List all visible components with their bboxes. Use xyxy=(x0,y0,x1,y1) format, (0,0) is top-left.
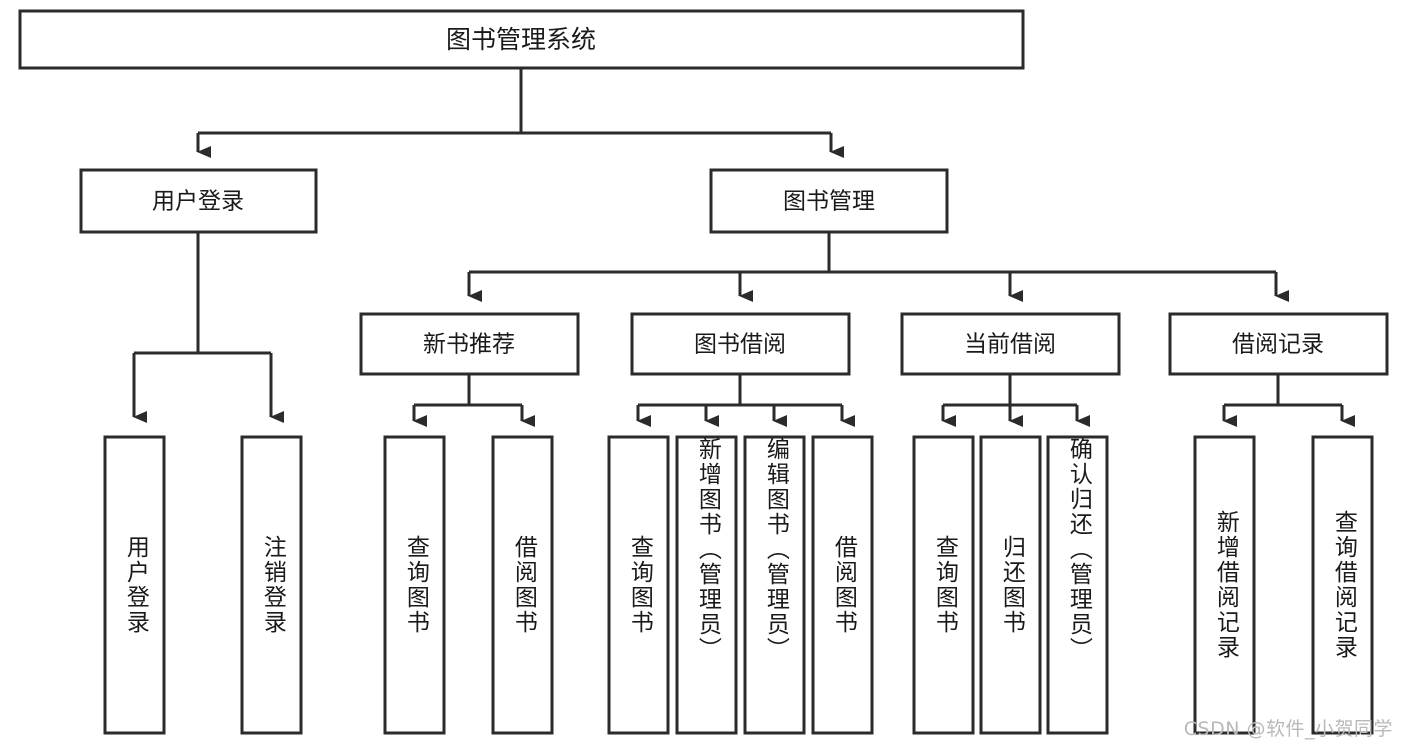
leaf-box-query-book-current[interactable] xyxy=(912,435,975,735)
connector-current-borrow-to-leaves xyxy=(941,374,1090,427)
node-user-login-label: 用户登录 xyxy=(152,189,244,215)
leaf-box-query-book-recommend[interactable] xyxy=(383,435,446,735)
node-current-borrow-box xyxy=(900,312,1121,376)
leaf-box-user-login[interactable] xyxy=(103,435,166,735)
node-book-management[interactable]: 图书管理 xyxy=(709,168,949,234)
node-new-book-recommend-box xyxy=(359,312,580,376)
node-book-borrow-label: 图书借阅 xyxy=(694,332,786,358)
leaf-box-borrow-book[interactable] xyxy=(811,435,874,735)
node-root[interactable]: 图书管理系统 xyxy=(18,9,1025,70)
connector-book-borrow-to-leaves xyxy=(636,374,855,427)
connector-user-login-to-leaves xyxy=(132,232,284,423)
leaf-box-query-borrow-record[interactable] xyxy=(1311,435,1374,735)
node-new-book-recommend-label: 新书推荐 xyxy=(423,332,515,358)
connector-borrow-record-to-leaves xyxy=(1222,374,1355,427)
leaf-box-query-book-borrow[interactable] xyxy=(607,435,670,735)
node-user-login-box xyxy=(79,168,318,234)
leaf-box-return-book[interactable] xyxy=(979,435,1042,735)
node-book-borrow[interactable]: 图书借阅 xyxy=(630,312,851,376)
node-new-book-recommend[interactable]: 新书推荐 xyxy=(359,312,580,376)
leaf-box-add-borrow-record[interactable] xyxy=(1193,435,1256,735)
leaf-box-add-book-admin[interactable] xyxy=(675,435,738,735)
connector-new-book-recommend-to-leaves xyxy=(412,374,535,427)
node-borrow-record-label: 借阅记录 xyxy=(1232,332,1324,358)
node-user-login[interactable]: 用户登录 xyxy=(79,168,318,234)
connector-root-to-level2 xyxy=(196,68,844,158)
leaf-box-edit-book-admin[interactable] xyxy=(743,435,806,735)
node-current-borrow[interactable]: 当前借阅 xyxy=(900,312,1121,376)
leaf-box-borrow-book-recommend[interactable] xyxy=(491,435,554,735)
connector-book-management-to-level3 xyxy=(467,232,1289,302)
leaf-box-logout[interactable] xyxy=(240,435,303,735)
node-root-label: 图书管理系统 xyxy=(446,25,596,54)
node-current-borrow-label: 当前借阅 xyxy=(964,332,1056,358)
node-borrow-record[interactable]: 借阅记录 xyxy=(1168,312,1389,376)
watermark-text: CSDN @软件_小贺同学 xyxy=(1183,718,1393,740)
node-root-box xyxy=(18,9,1025,70)
node-book-management-label: 图书管理 xyxy=(783,189,875,215)
leaf-box-confirm-return-admin[interactable] xyxy=(1046,435,1109,735)
